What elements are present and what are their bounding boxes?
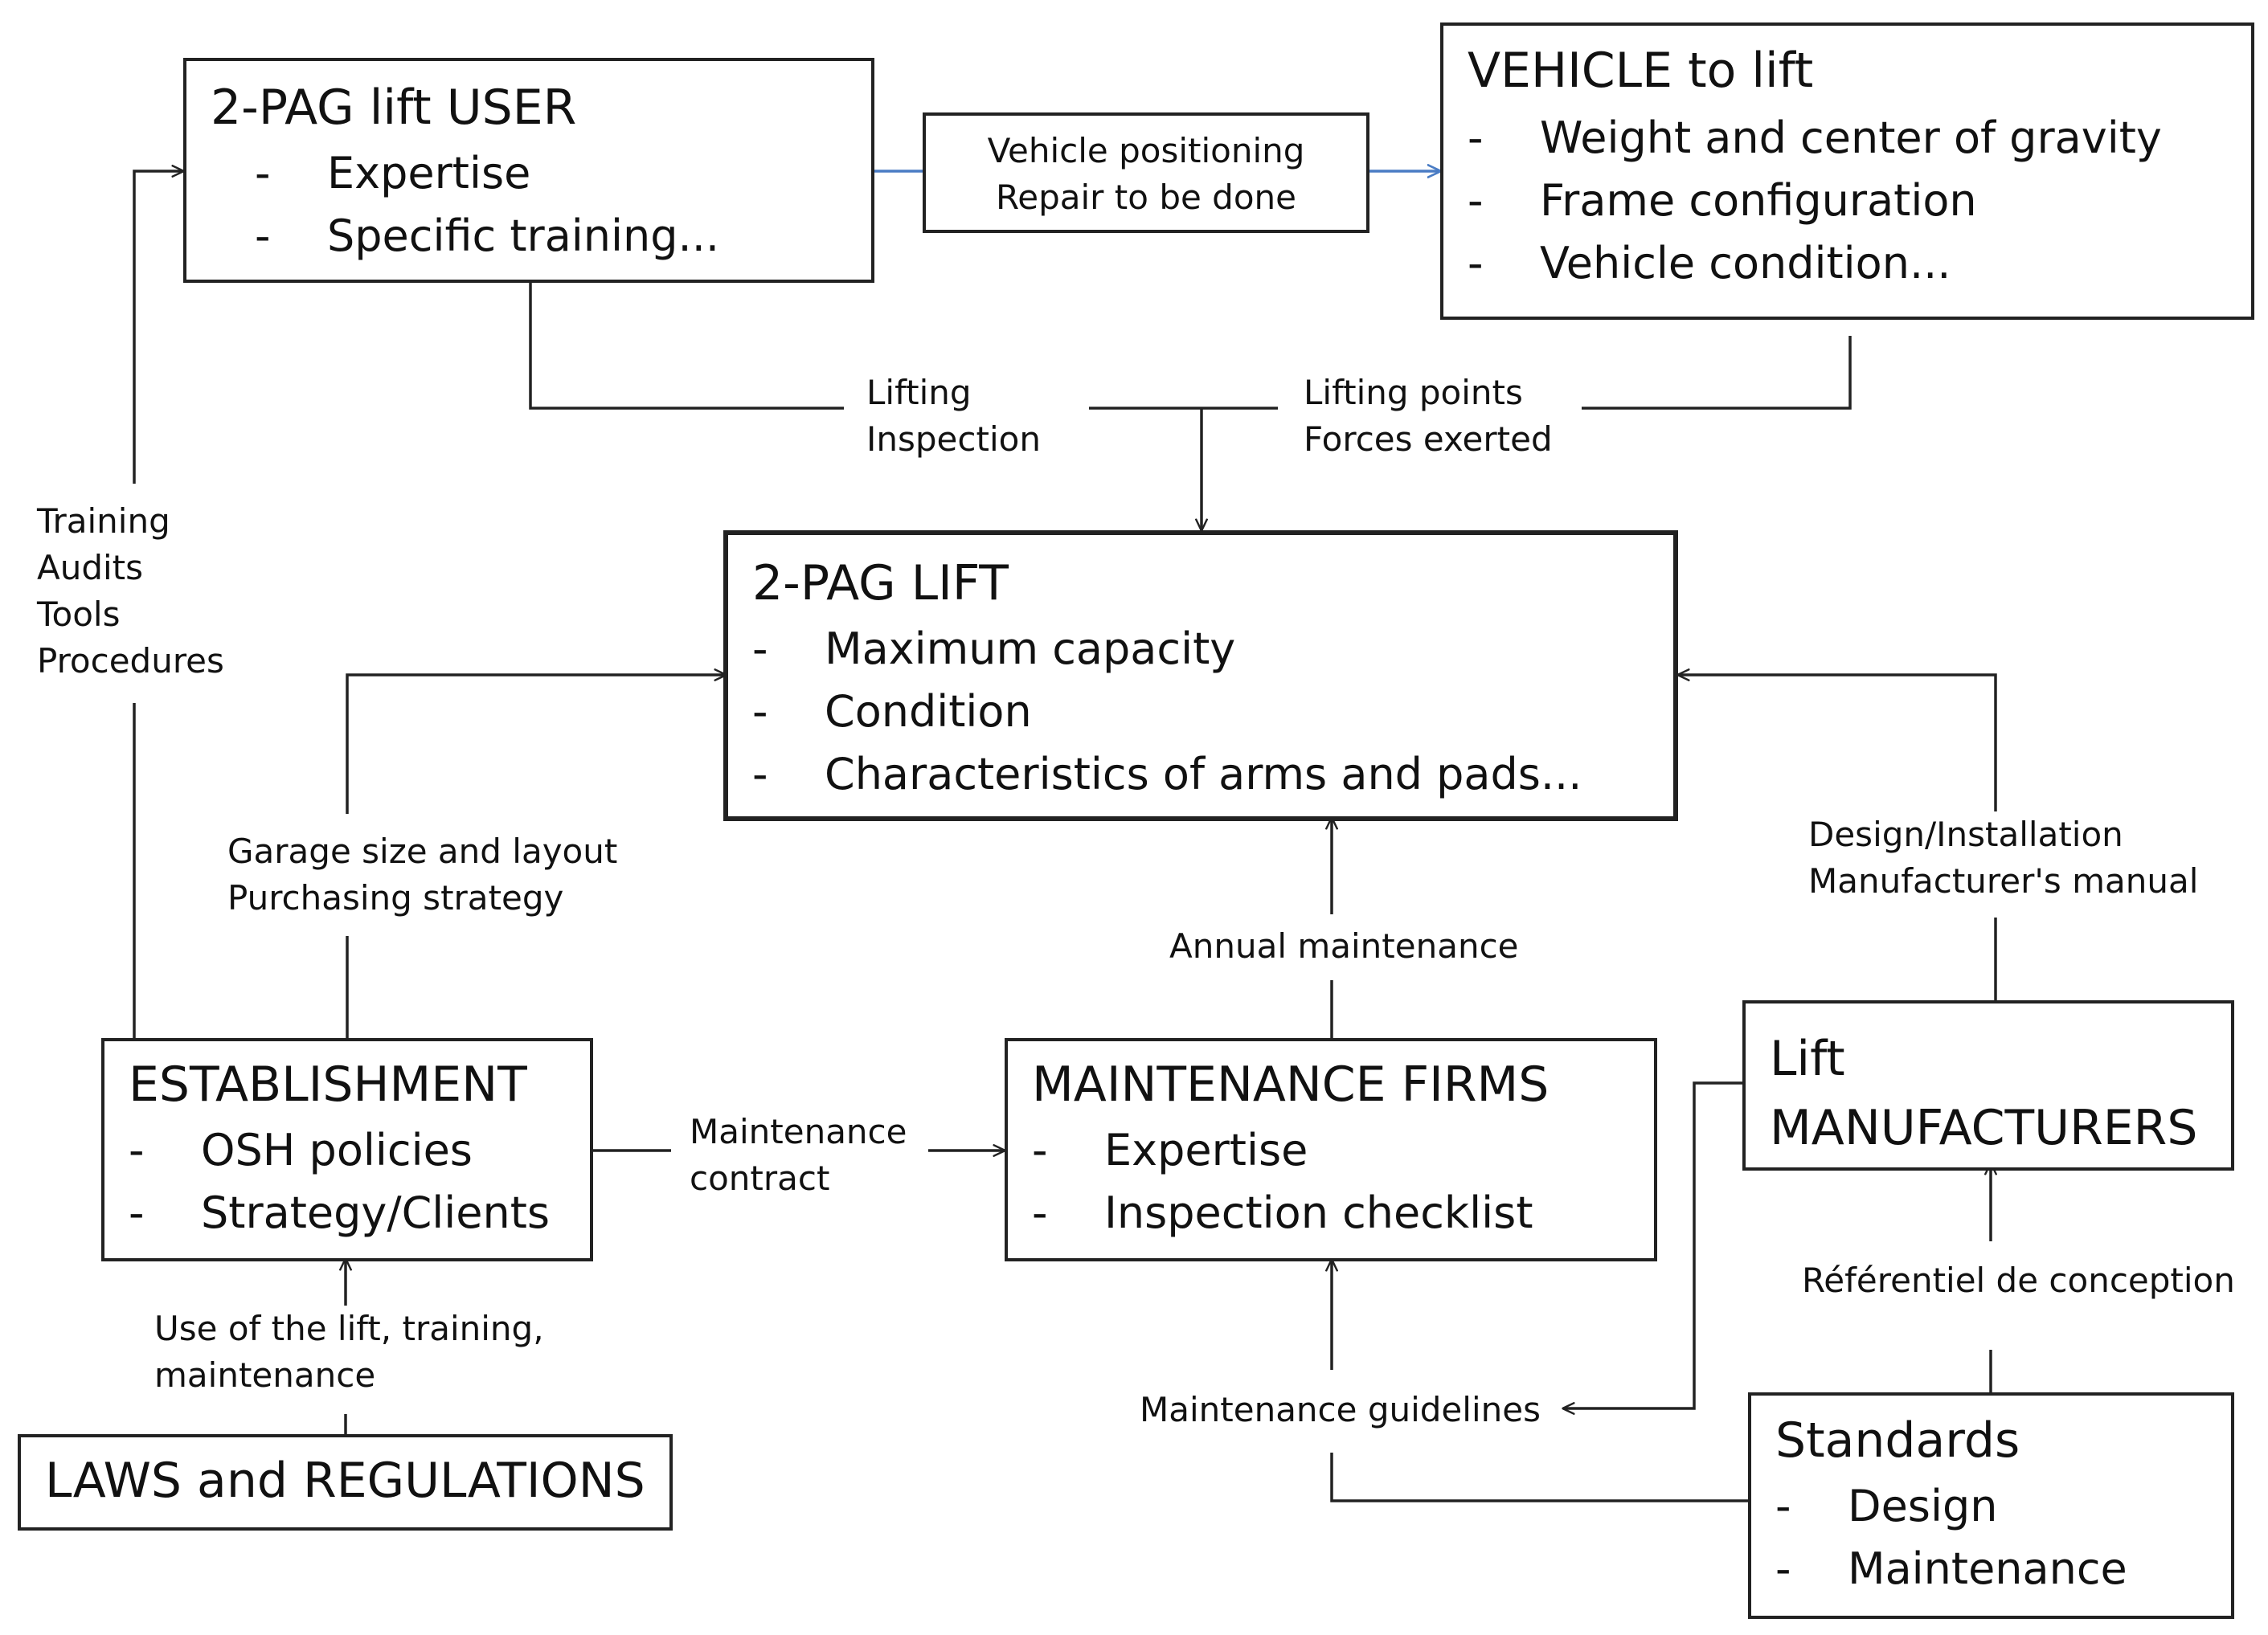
- maintenance-firms-box: MAINTENANCE FIRMS -Expertise -Inspection…: [1005, 1038, 1657, 1261]
- maintenance-firms-title: MAINTENANCE FIRMS: [1032, 1057, 1550, 1113]
- manufacturers-to-guidelines-arrow: [1563, 1081, 1742, 1408]
- user-title: 2-PAG lift USER: [211, 80, 577, 136]
- garage-to-lift-arrow: [346, 675, 726, 814]
- label-design-installation: Design/Installation Manufacturer's manua…: [1808, 811, 2199, 905]
- lift-title: 2-PAG LIFT: [752, 555, 1009, 611]
- user-box: 2-PAG lift USER -Expertise -Specific tra…: [183, 58, 874, 283]
- label-garage: Garage size and layout Purchasing strate…: [227, 828, 618, 922]
- lift-box: 2-PAG LIFT -Maximum capacity -Condition …: [723, 530, 1678, 821]
- vehicle-title: VEHICLE to lift: [1468, 43, 1814, 99]
- label-lifting-points: Lifting points Forces exerted: [1304, 370, 1553, 463]
- label-referentiel: Référentiel de conception: [1802, 1257, 2235, 1304]
- vehicle-to-lift-line: [1582, 336, 1852, 410]
- establishment-box: ESTABLISHMENT -OSH policies -Strategy/Cl…: [101, 1038, 593, 1261]
- manufacturers-to-lift-arrow: [1678, 675, 1997, 813]
- label-maintenance-guidelines: Maintenance guidelines: [1140, 1387, 1541, 1433]
- manufacturers-title: Lift MANUFACTURERS: [1770, 1031, 2198, 1156]
- manufacturers-box: Lift MANUFACTURERS: [1742, 1000, 2234, 1171]
- laws-title: LAWS and REGULATIONS: [45, 1453, 645, 1509]
- label-use-of-lift: Use of the lift, training, maintenance: [154, 1306, 544, 1399]
- establishment-title: ESTABLISHMENT: [129, 1057, 527, 1113]
- user-to-lift-line: [529, 283, 844, 410]
- standards-title: Standards: [1775, 1412, 2020, 1469]
- positioning-text: Vehicle positioning Repair to be done: [987, 131, 1305, 217]
- vehicle-box: VEHICLE to lift -Weight and center of gr…: [1440, 22, 2254, 320]
- label-maintenance-contract: Maintenance contract: [690, 1109, 907, 1202]
- label-training: Training Audits Tools Procedures: [37, 498, 224, 685]
- standards-box: Standards -Design -Maintenance: [1748, 1392, 2234, 1619]
- label-annual-maintenance: Annual maintenance: [1169, 923, 1519, 970]
- training-to-user-arrow: [133, 171, 183, 484]
- standards-to-guidelines-line: [1330, 1453, 1748, 1502]
- positioning-box: Vehicle positioning Repair to be done: [923, 112, 1369, 233]
- laws-box: LAWS and REGULATIONS: [18, 1434, 673, 1531]
- label-lifting-inspection: Lifting Inspection: [866, 370, 1041, 463]
